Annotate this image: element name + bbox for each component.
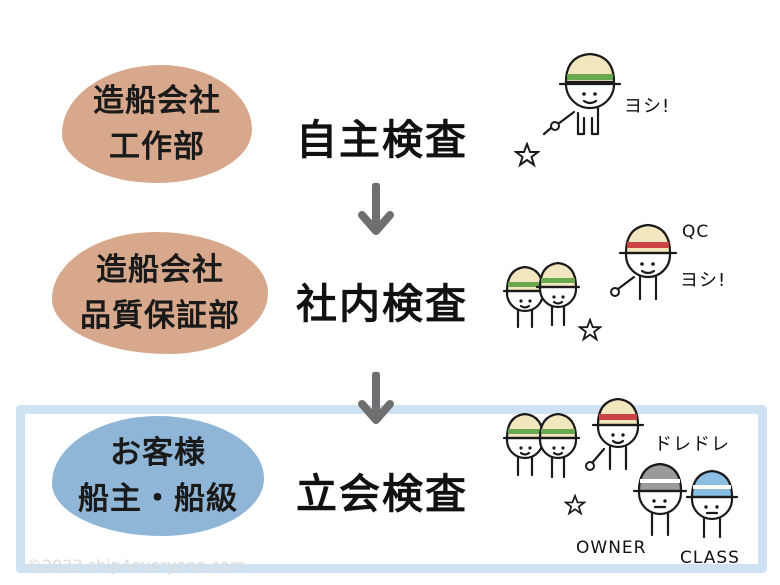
org-blob-shipyard-qa: 造船会社 品質保証部 [52, 232, 268, 354]
star-icon [564, 494, 586, 516]
speech-qc: QC [682, 222, 710, 242]
step-title-witness-inspection: 立会検査 [296, 470, 468, 518]
label-owner: OWNER [576, 538, 647, 558]
step-title-self-inspection: 自主検査 [296, 116, 468, 164]
org-line: 造船会社 [93, 83, 221, 119]
copyright-watermark: ©2023 ship4everyone.com [26, 556, 246, 575]
worker-pointing-illustration [542, 52, 622, 136]
star-icon [578, 318, 602, 342]
org-blob-shipyard-production: 造船会社 工作部 [62, 65, 252, 183]
org-line: 造船会社 [96, 252, 224, 288]
label-class: CLASS [680, 548, 740, 568]
org-line: 品質保証部 [80, 298, 240, 334]
speech-yoshi: ヨシ! [624, 96, 671, 117]
star-icon [514, 142, 540, 168]
speech-yoshi: ヨシ! [680, 270, 727, 291]
org-blob-customer: お客様 船主・船級 [52, 416, 264, 536]
org-line: 船主・船級 [78, 481, 238, 517]
flow-arrow-down-icon [358, 372, 394, 424]
highlight-frame [16, 405, 767, 573]
speech-doredore: ドレドレ [654, 434, 730, 455]
qc-inspector-with-workers-illustration [502, 223, 678, 329]
org-line: お客様 [110, 435, 206, 471]
flow-arrow-down-icon [358, 183, 394, 235]
org-line: 工作部 [109, 129, 205, 165]
step-title-internal-inspection: 社内検査 [296, 280, 468, 328]
owner-class-witness-illustration [502, 397, 739, 539]
